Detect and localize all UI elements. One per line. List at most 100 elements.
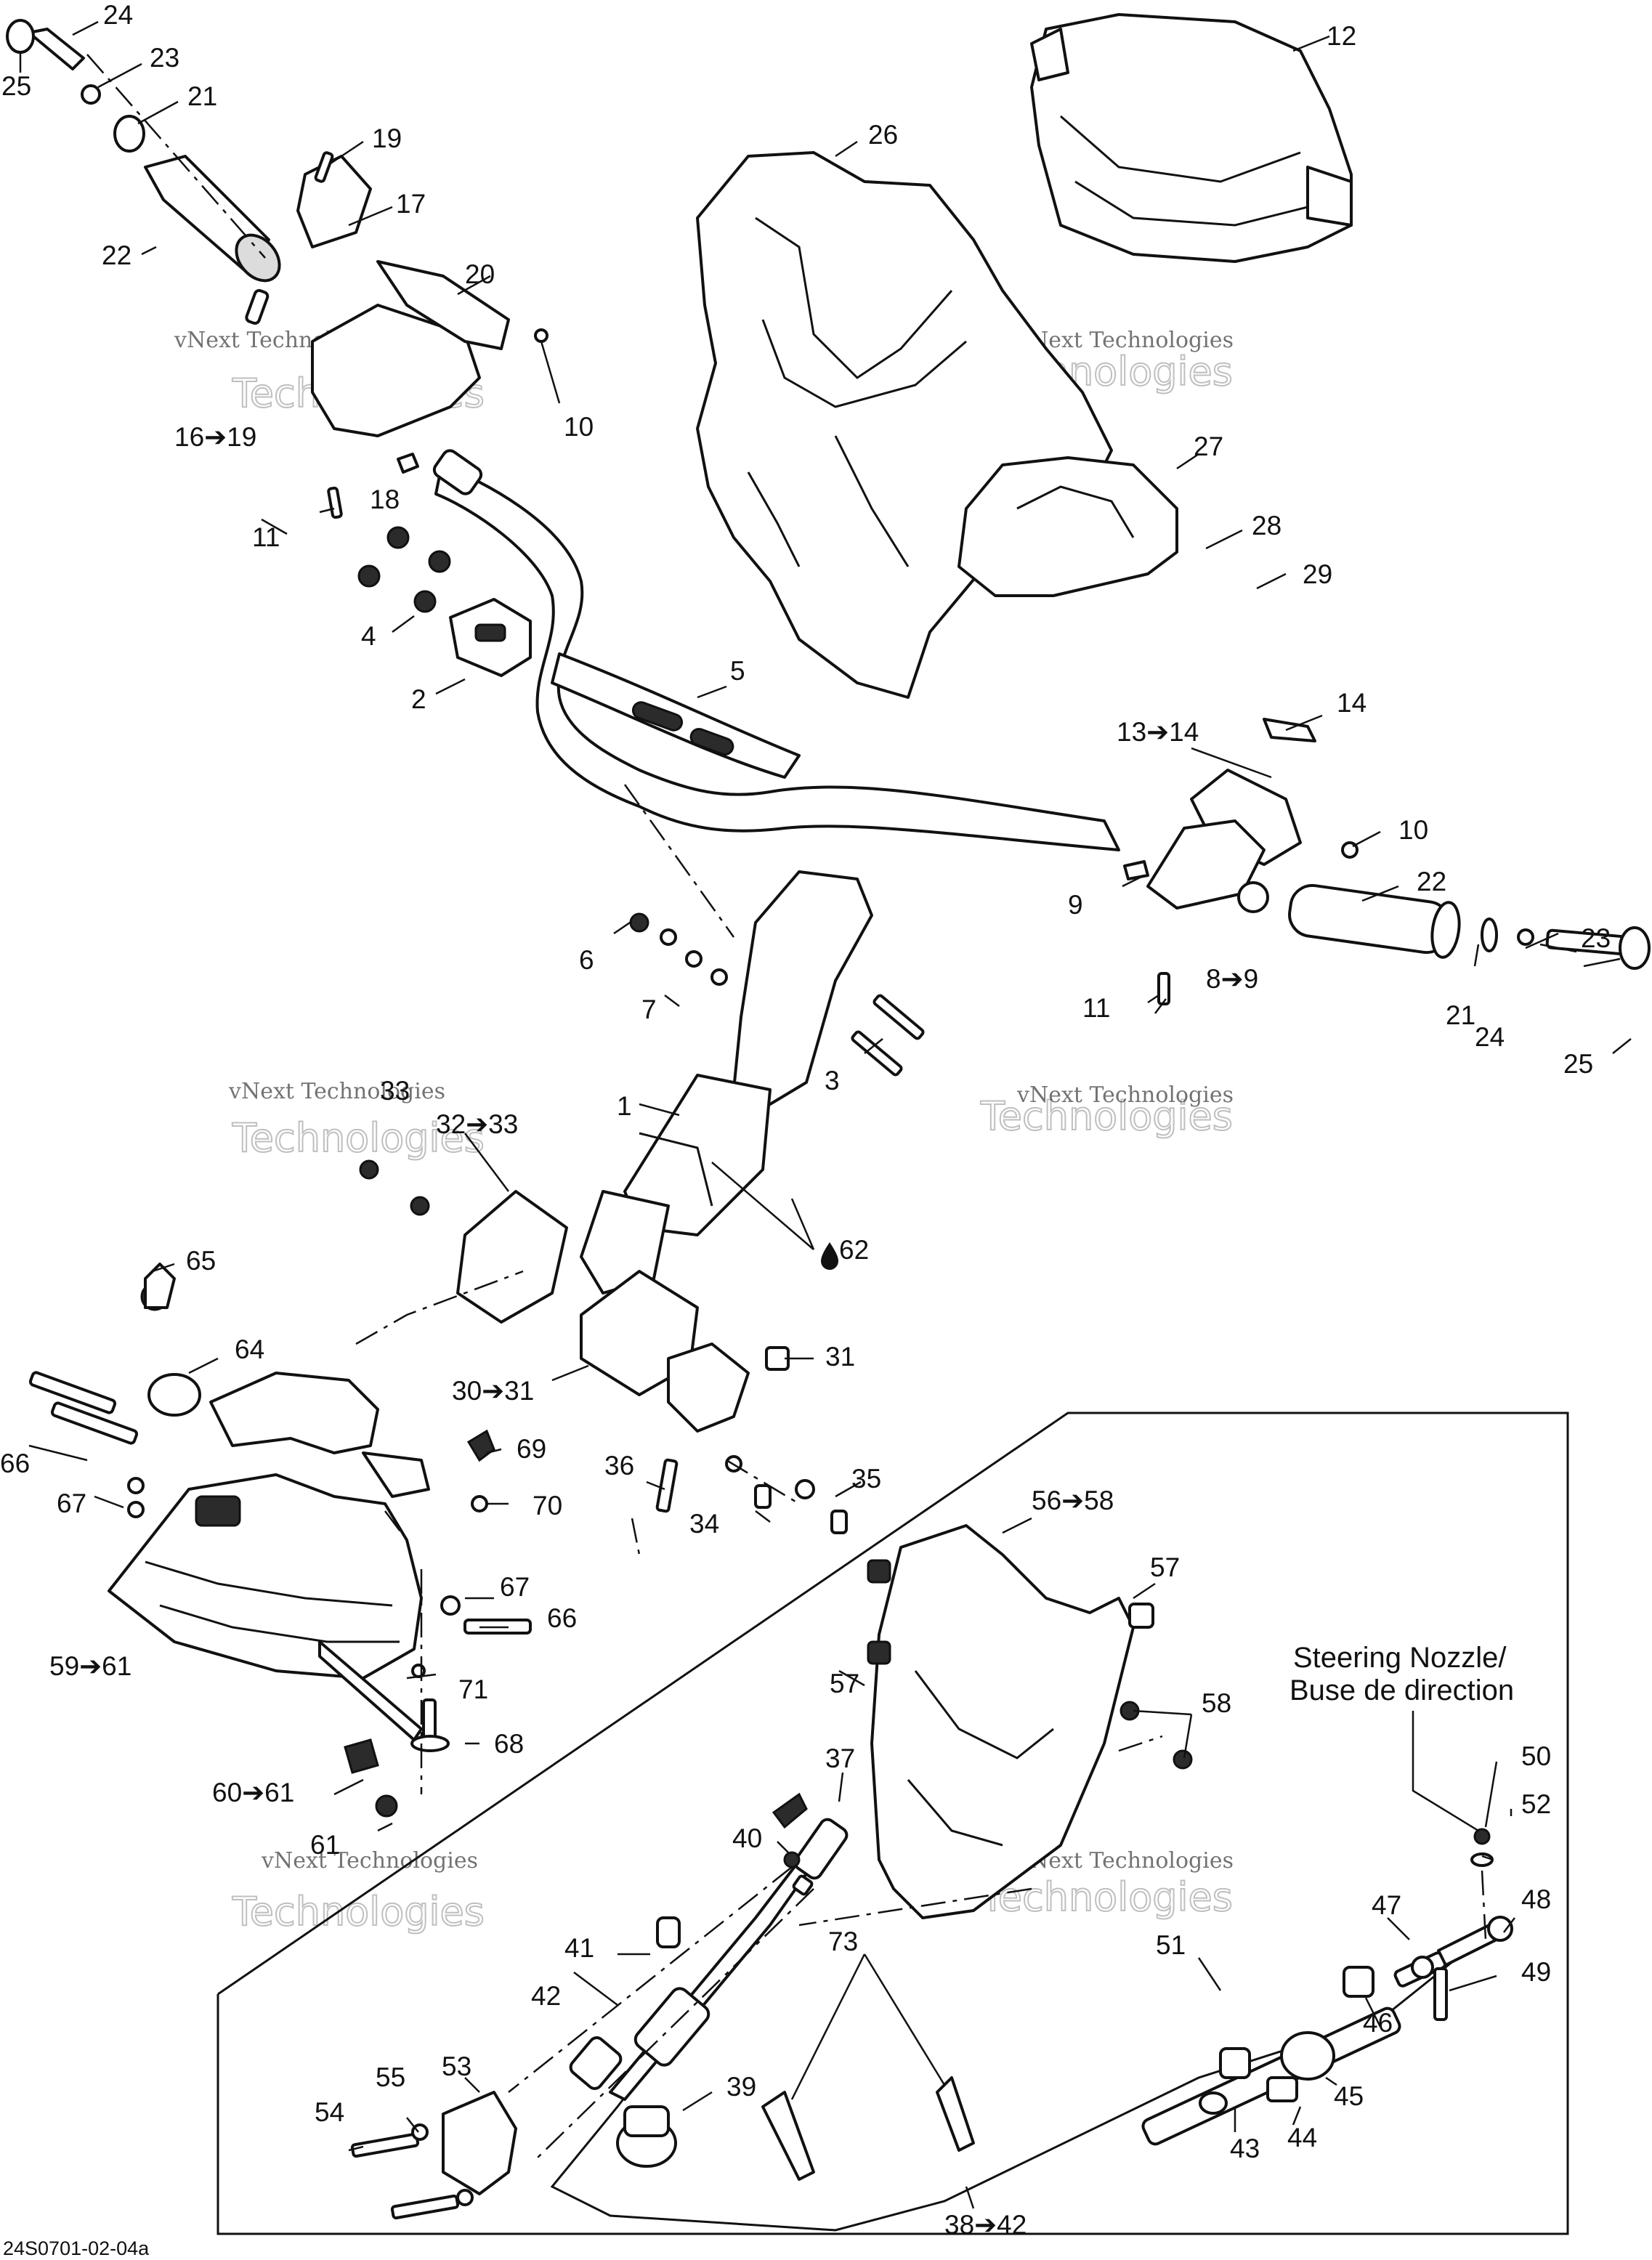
callout-13-14: 13➔14 — [1117, 717, 1199, 747]
callout-50: 50 — [1521, 1741, 1551, 1771]
callout-24: 24 — [103, 0, 133, 30]
callout-5: 5 — [730, 656, 745, 686]
callouts: 24 25 23 21 19 17 22 20 10 16➔19 18 11 4… — [0, 0, 1611, 2240]
callout-23: 23 — [150, 43, 179, 73]
column-clamps — [359, 1159, 790, 1433]
callout-1: 1 — [617, 1091, 632, 1121]
callout-11: 11 — [1082, 993, 1110, 1023]
callout-14: 14 — [1337, 688, 1366, 718]
callout-22: 22 — [102, 240, 131, 270]
callout-41: 41 — [564, 1933, 594, 1963]
watermark-outline: Technologies — [232, 1115, 485, 1161]
callout-19: 19 — [372, 123, 402, 153]
watermark-text: vNext Technologies — [1016, 328, 1234, 353]
callout-65: 65 — [186, 1246, 216, 1276]
callout-66: 66 — [547, 1603, 577, 1633]
callout-46: 46 — [1363, 2008, 1393, 2038]
watermark-text: vNext Technologies — [261, 1848, 478, 1874]
callout-69: 69 — [517, 1434, 546, 1464]
callout-11: 11 — [252, 522, 280, 552]
callout-33: 33 — [380, 1076, 410, 1106]
callout-17: 17 — [396, 189, 426, 219]
right-grip-parts — [1123, 718, 1651, 1005]
callout-37: 37 — [825, 1743, 855, 1773]
steering-column — [580, 870, 925, 1295]
callout-58: 58 — [1202, 1688, 1231, 1718]
callout-22: 22 — [1417, 867, 1446, 896]
watermark-text: vNext Technologies — [1016, 1082, 1234, 1108]
clamp-53 — [350, 2091, 517, 2220]
callout-35: 35 — [851, 1464, 881, 1494]
watermark-outline: Technologies — [980, 1093, 1233, 1139]
watermark-text: vNext Technologies — [228, 1079, 445, 1104]
callout-2: 2 — [411, 684, 426, 714]
steering-nozzle-note: Steering Nozzle/ Buse de direction — [1289, 1642, 1514, 1832]
callout-48: 48 — [1521, 1884, 1551, 1914]
middle-fasteners — [655, 1455, 848, 1534]
callout-28: 28 — [1252, 511, 1281, 540]
support-59 — [28, 1263, 532, 1818]
callout-36: 36 — [604, 1451, 634, 1481]
callout-53: 53 — [442, 2052, 471, 2081]
callout-26: 26 — [868, 120, 898, 150]
straps-73 — [761, 2076, 975, 2181]
callout-30-31: 30➔31 — [452, 1376, 534, 1406]
callout-21: 21 — [1446, 1000, 1475, 1030]
callout-27: 27 — [1194, 432, 1223, 461]
leader-lines — [19, 20, 1632, 2209]
steering-cable — [550, 1792, 1513, 2232]
watermark-outline: Technologies — [980, 1874, 1233, 1920]
center-lines — [86, 54, 1487, 2158]
callout-73: 73 — [828, 1927, 858, 1956]
callout-6: 6 — [579, 945, 594, 975]
drawing-code: 24S0701-02-04a — [3, 2237, 150, 2259]
callout-44: 44 — [1287, 2123, 1317, 2152]
callout-24: 24 — [1475, 1022, 1505, 1052]
lubricant-drop-icon — [821, 1242, 838, 1270]
callout-66: 66 — [0, 1449, 30, 1478]
callout-10: 10 — [1398, 815, 1428, 845]
callout-57: 57 — [1150, 1552, 1180, 1582]
callout-59-61: 59➔61 — [49, 1651, 131, 1681]
watermark-outline: Technologies — [232, 1889, 485, 1935]
callout-32-33: 32➔33 — [436, 1109, 518, 1139]
callout-4: 4 — [361, 621, 376, 651]
callout-49: 49 — [1521, 1957, 1551, 1987]
callout-9: 9 — [1068, 890, 1083, 920]
callout-16-19: 16➔19 — [174, 422, 256, 452]
detail-box — [216, 1412, 1569, 2235]
handlebar-cover-26 — [696, 151, 1113, 699]
callout-62: 62 — [839, 1235, 869, 1265]
callout-51: 51 — [1156, 1930, 1186, 1960]
callout-64: 64 — [235, 1334, 264, 1364]
callout-67: 67 — [500, 1572, 530, 1602]
callout-10: 10 — [564, 412, 594, 442]
callout-57: 57 — [830, 1669, 859, 1698]
callout-20: 20 — [465, 259, 495, 289]
callout-54: 54 — [315, 2097, 344, 2127]
callout-29: 29 — [1303, 559, 1332, 589]
callout-34: 34 — [689, 1509, 719, 1539]
callout-3: 3 — [825, 1066, 840, 1095]
callout-21: 21 — [187, 81, 217, 111]
callout-38-42: 38➔42 — [944, 2210, 1027, 2240]
note-line-1: Steering Nozzle/ — [1293, 1642, 1507, 1674]
callout-40: 40 — [732, 1823, 762, 1853]
callout-7: 7 — [641, 995, 657, 1024]
callout-31: 31 — [825, 1342, 855, 1372]
callout-56-58: 56➔58 — [1032, 1486, 1114, 1515]
callout-8-9: 8➔9 — [1206, 964, 1258, 994]
callout-55: 55 — [376, 2062, 405, 2092]
callout-42: 42 — [531, 1981, 561, 2011]
callout-39: 39 — [726, 2072, 756, 2102]
callout-25: 25 — [1, 71, 31, 101]
callout-12: 12 — [1327, 21, 1356, 51]
bracket-56 — [867, 1524, 1193, 1919]
callout-67: 67 — [57, 1489, 86, 1518]
callout-71: 71 — [458, 1674, 488, 1704]
note-line-2: Buse de direction — [1289, 1674, 1514, 1706]
callout-23: 23 — [1581, 923, 1611, 953]
callout-45: 45 — [1334, 2081, 1364, 2111]
callout-68: 68 — [494, 1729, 524, 1759]
